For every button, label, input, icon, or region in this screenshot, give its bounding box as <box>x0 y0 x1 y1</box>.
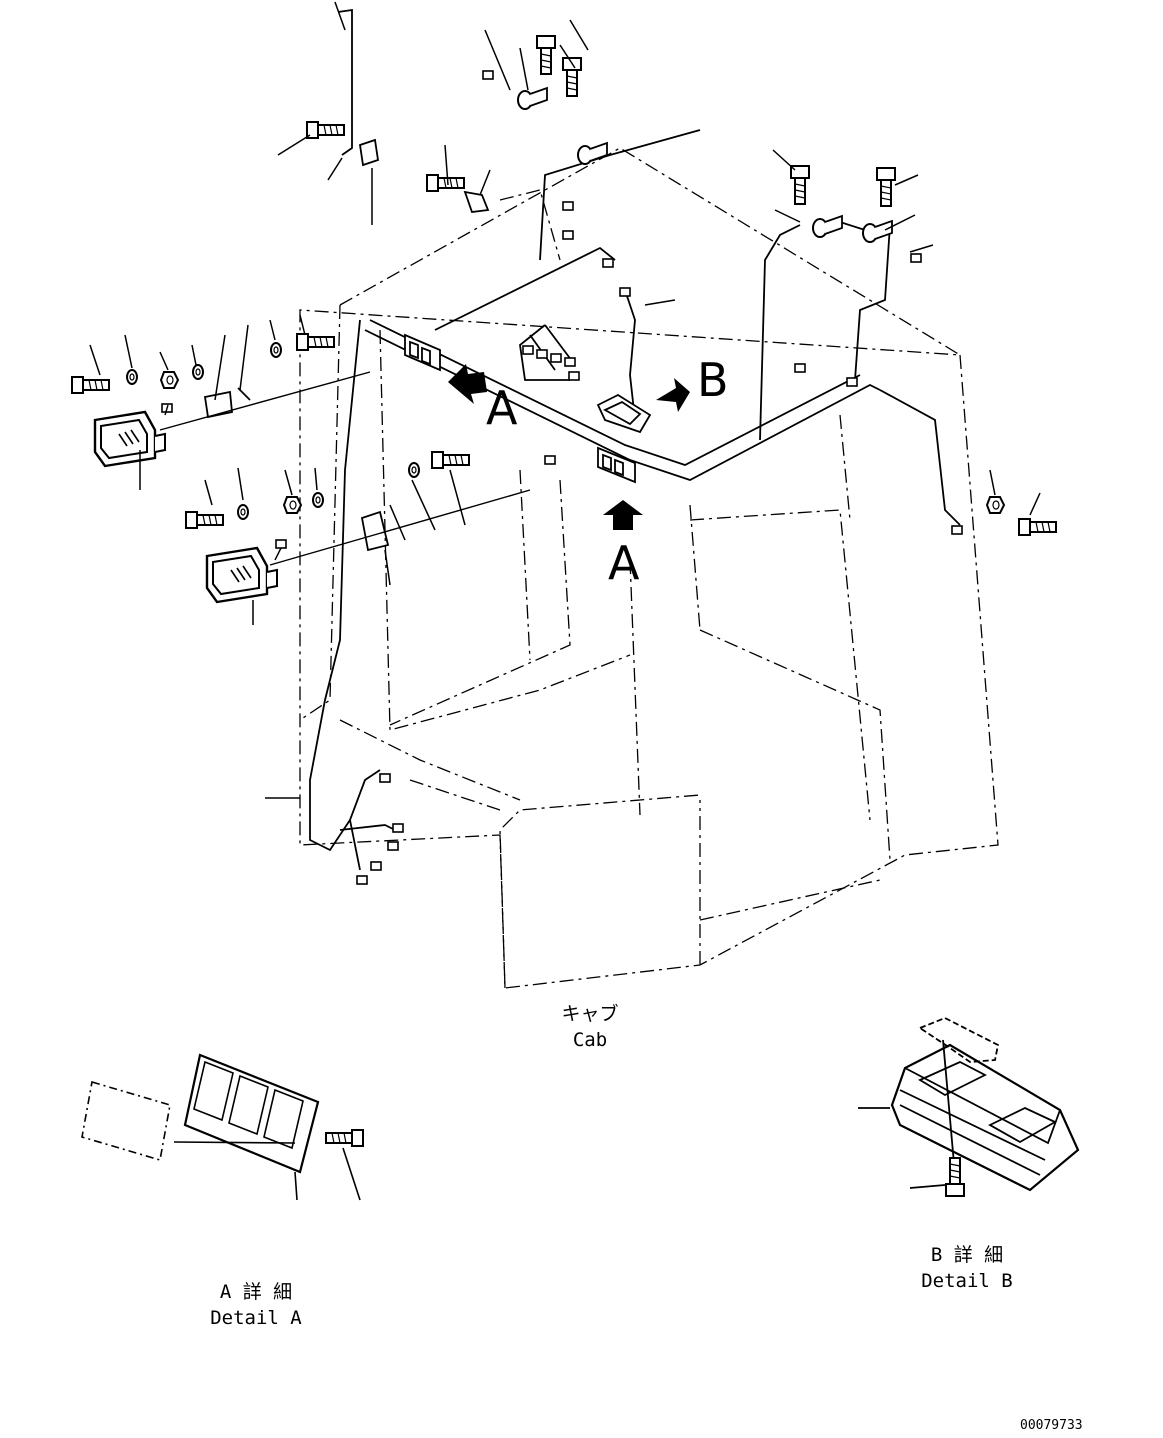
rocker-switch-icon <box>596 393 652 434</box>
callout-b-top: B <box>697 353 729 407</box>
clip-icon <box>517 87 893 243</box>
connector-icon <box>161 70 963 885</box>
cab-caption-en: Cab <box>572 1029 608 1051</box>
detail-a-caption-jp: A 詳 細 <box>219 1281 293 1303</box>
bolt-icon <box>945 1157 965 1197</box>
bracket <box>203 8 490 552</box>
detail-b-caption-en: Detail B <box>921 1270 1013 1292</box>
nut-icon <box>160 371 1005 514</box>
detail-b-caption-jp: B 詳 細 <box>930 1244 1004 1266</box>
detail-b-drawing <box>858 1017 1080 1192</box>
arrow-icon <box>448 364 690 530</box>
detail-a-caption-en: Detail A <box>210 1307 302 1329</box>
bolt-icon <box>325 1129 364 1147</box>
callout-a-top: A <box>486 381 518 435</box>
washer-icon <box>126 342 420 520</box>
harness-main <box>309 129 961 871</box>
cab-outline <box>299 147 999 989</box>
cab-caption-jp: キャブ <box>561 1003 619 1025</box>
callout-a-mid: A <box>608 536 640 590</box>
switch-panel-icon <box>404 333 636 484</box>
drawing-number: 00079733 <box>1020 1418 1083 1433</box>
leader-lines <box>89 1 1041 799</box>
bolt-icon <box>71 35 1057 536</box>
detail-a-drawing <box>81 1053 361 1201</box>
floodlamp-icon <box>93 410 279 604</box>
